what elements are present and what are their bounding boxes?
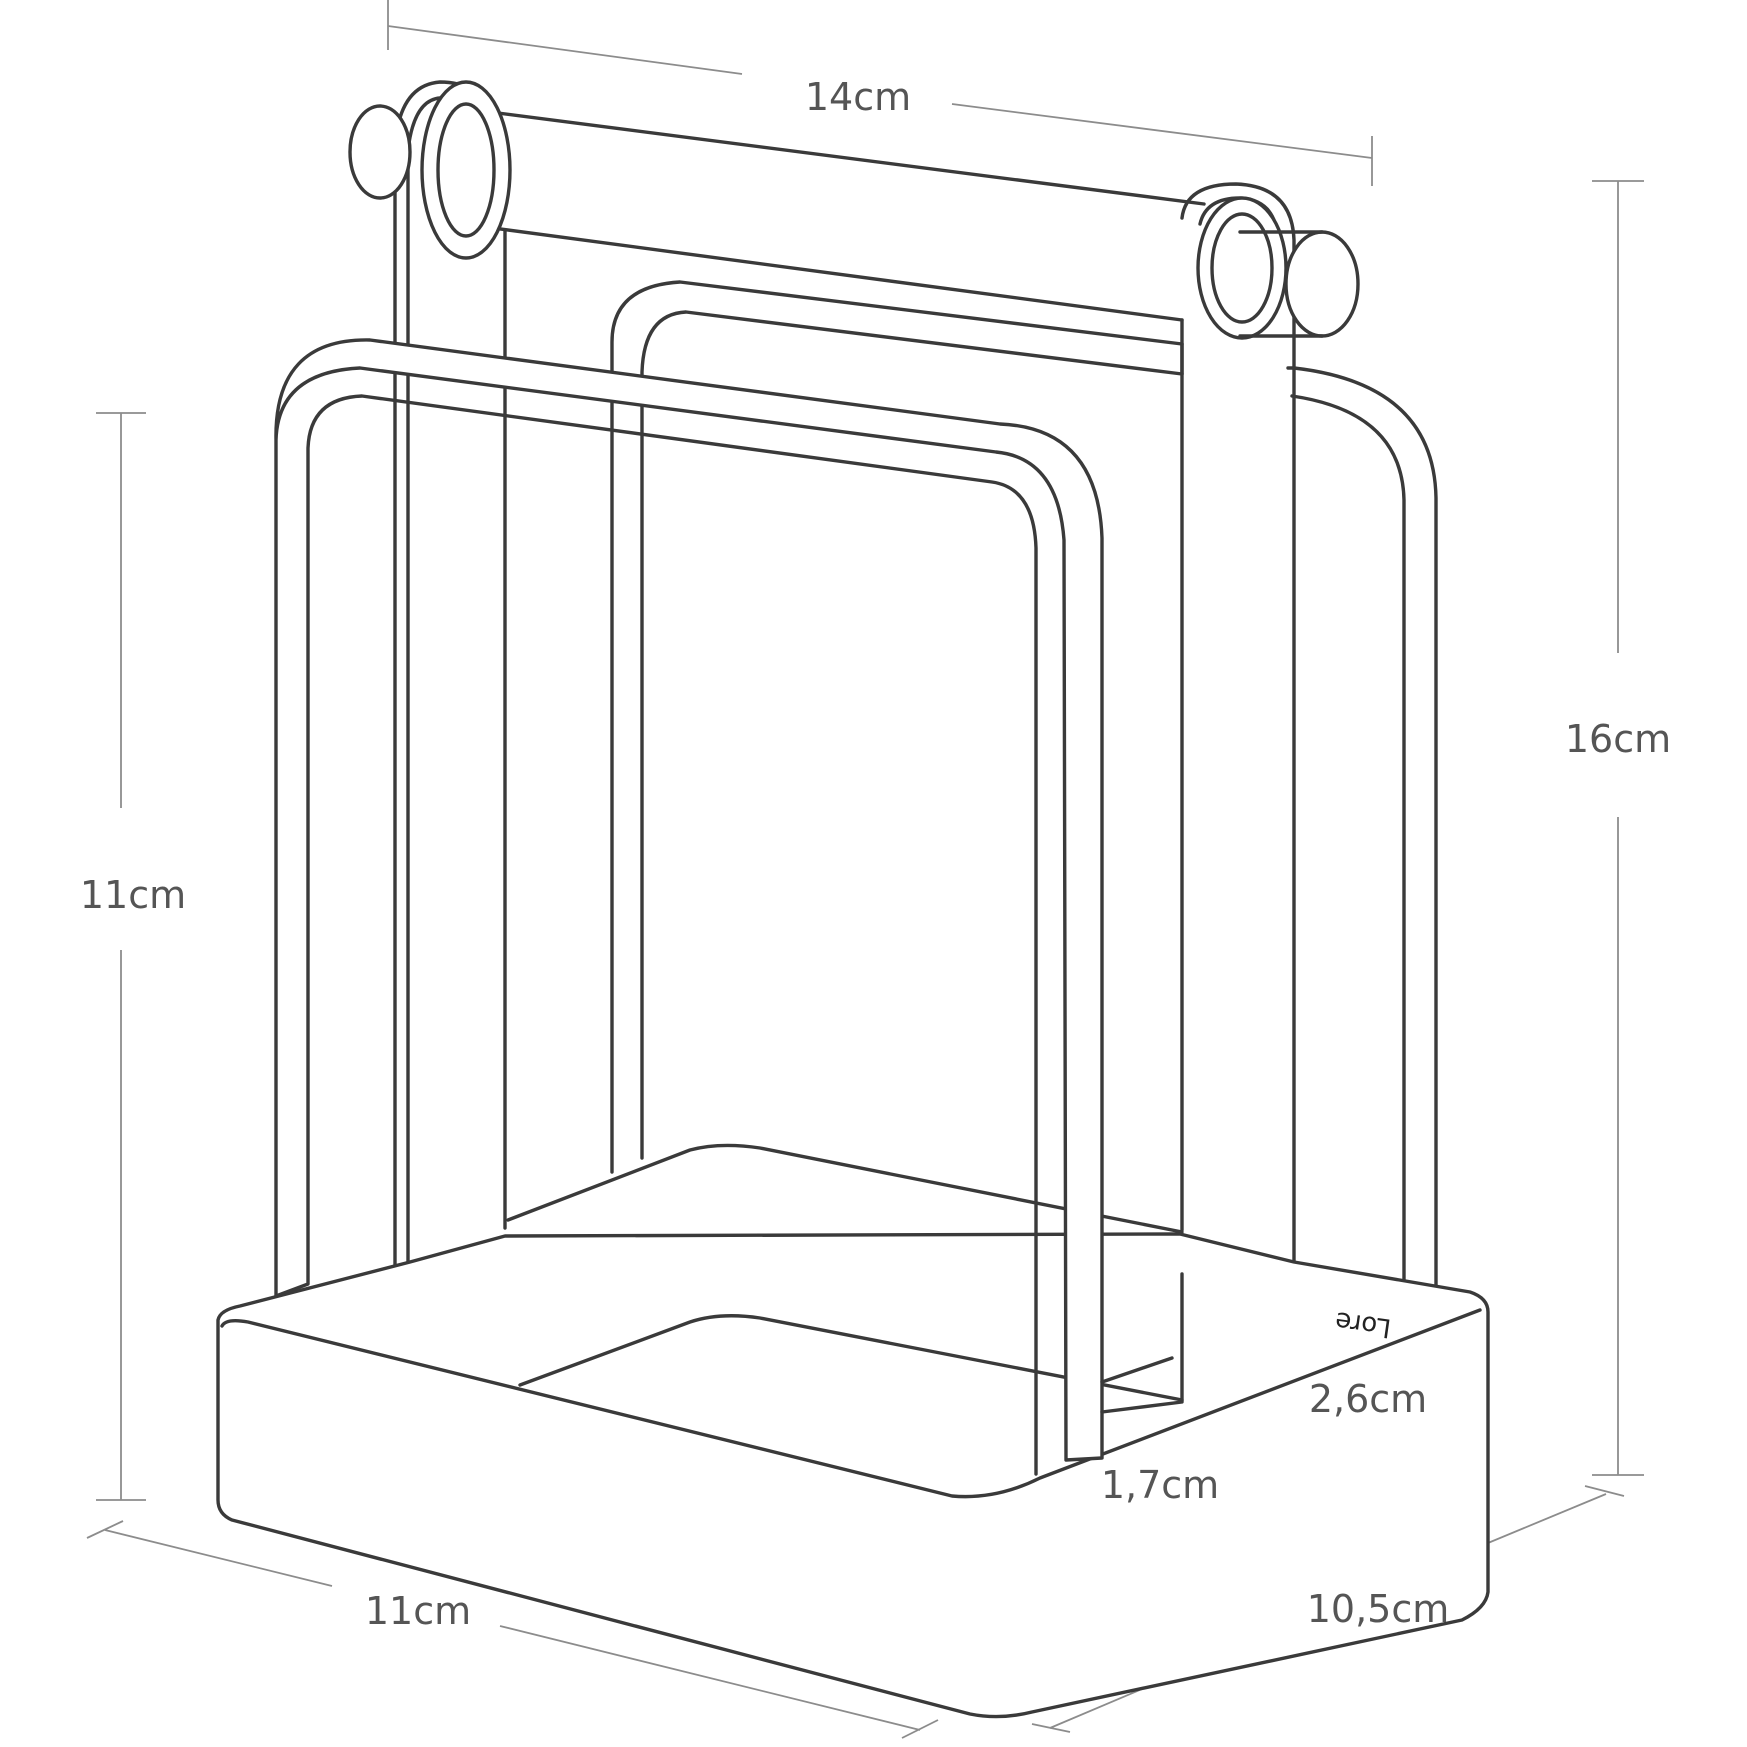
label-slot-back: 2,6cm: [1309, 1377, 1427, 1421]
label-total-height: 16cm: [1565, 717, 1671, 761]
label-top-width: 14cm: [805, 75, 911, 119]
label-front-height: 11cm: [80, 873, 186, 917]
dimension-labels: 14cm 16cm 11cm 11cm 10,5cm 1,7cm 2,6cm: [80, 75, 1671, 1633]
label-base-width: 11cm: [365, 1589, 471, 1633]
label-base-depth: 10,5cm: [1307, 1587, 1450, 1631]
rack-drawing: Lore: [216, 80, 1490, 1719]
label-slot-front: 1,7cm: [1101, 1463, 1219, 1507]
